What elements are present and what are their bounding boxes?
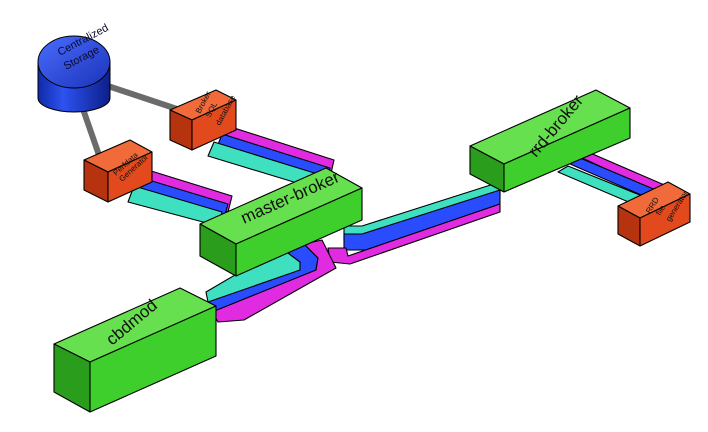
perfdata-generator-node: Perfdata Generator [83, 139, 153, 203]
centralized-storage-node: Centralized Storage [37, 22, 111, 113]
storage-links [81, 83, 189, 161]
cbdmod-node: cbdmod [53, 287, 217, 413]
pipe-broker-db-master [207, 125, 335, 191]
pipe-master-rrd [327, 181, 501, 265]
rrd-file-generator-node: RRD file generator [617, 181, 691, 247]
link-storage-broker-db [105, 83, 189, 115]
pipe-master-cbdmod [205, 239, 337, 323]
link-storage-perfdata [81, 109, 103, 161]
